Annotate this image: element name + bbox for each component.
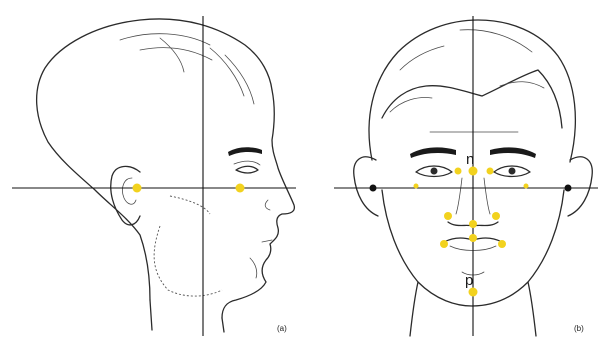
- profile-eyelid: [234, 161, 260, 165]
- frontal-head-outline: [369, 20, 575, 162]
- frontal-nose-bridge: [456, 178, 462, 214]
- panel-label-b: (b): [574, 324, 584, 333]
- point-label-p: p: [465, 272, 473, 289]
- profile-ear: [111, 166, 140, 225]
- profile-chin-line: [250, 258, 257, 278]
- profile-hair-strand: [225, 55, 254, 104]
- point-label-n: n: [466, 151, 474, 168]
- frontal-hairline: [382, 70, 562, 128]
- frontal-hair-strand: [390, 98, 432, 112]
- frontal-eyebrow-right: [490, 147, 536, 158]
- frontal-hair-strand: [500, 82, 544, 88]
- landmark-alare-left: [444, 212, 452, 220]
- landmark-tragion: [133, 184, 142, 193]
- landmark-cheilion-right: [498, 240, 506, 248]
- profile-face-outline: [222, 90, 294, 318]
- landmark-endocanthion-left: [455, 168, 462, 175]
- landmark-endocanthion-right: [487, 168, 494, 175]
- landmark-exocanthion-left: [414, 184, 419, 189]
- landmark-exocanthion: [236, 184, 245, 193]
- landmark-exocanthion-right: [524, 184, 529, 189]
- landmark-tragion-right: [565, 185, 572, 192]
- frontal-iris-right: [509, 168, 516, 175]
- frontal-iris-left: [431, 168, 438, 175]
- profile-neck-front: [222, 318, 224, 332]
- profile-eye: [236, 166, 258, 173]
- profile-nostril: [265, 200, 270, 210]
- frontal-eyebrow-left: [410, 147, 456, 158]
- frontal-nose-bridge: [484, 178, 490, 214]
- landmark-alare-right: [492, 212, 500, 220]
- frontal-ear-right: [568, 157, 592, 216]
- profile-jaw-dashed: [170, 196, 210, 214]
- frontal-panel: n p (b): [334, 16, 598, 336]
- profile-jaw-dashed: [154, 226, 222, 296]
- frontal-neck-right: [528, 282, 536, 336]
- profile-hair-strand: [160, 38, 184, 72]
- landmark-tragion-left: [370, 185, 377, 192]
- profile-hair-strand: [120, 34, 210, 45]
- profile-neck: [150, 300, 152, 330]
- profile-mouth-line: [262, 240, 272, 242]
- frontal-hair-strand: [460, 30, 532, 52]
- profile-eyebrow: [228, 147, 262, 156]
- frontal-neck-left: [410, 282, 418, 336]
- frontal-hair-strand: [400, 46, 444, 70]
- profile-hair-strand: [210, 48, 244, 96]
- panel-label-a: (a): [277, 324, 287, 333]
- profile-panel: (a): [12, 16, 296, 336]
- landmark-cheilion-left: [440, 240, 448, 248]
- landmark-labiale-superius: [469, 234, 477, 242]
- landmark-subnasale: [469, 220, 477, 228]
